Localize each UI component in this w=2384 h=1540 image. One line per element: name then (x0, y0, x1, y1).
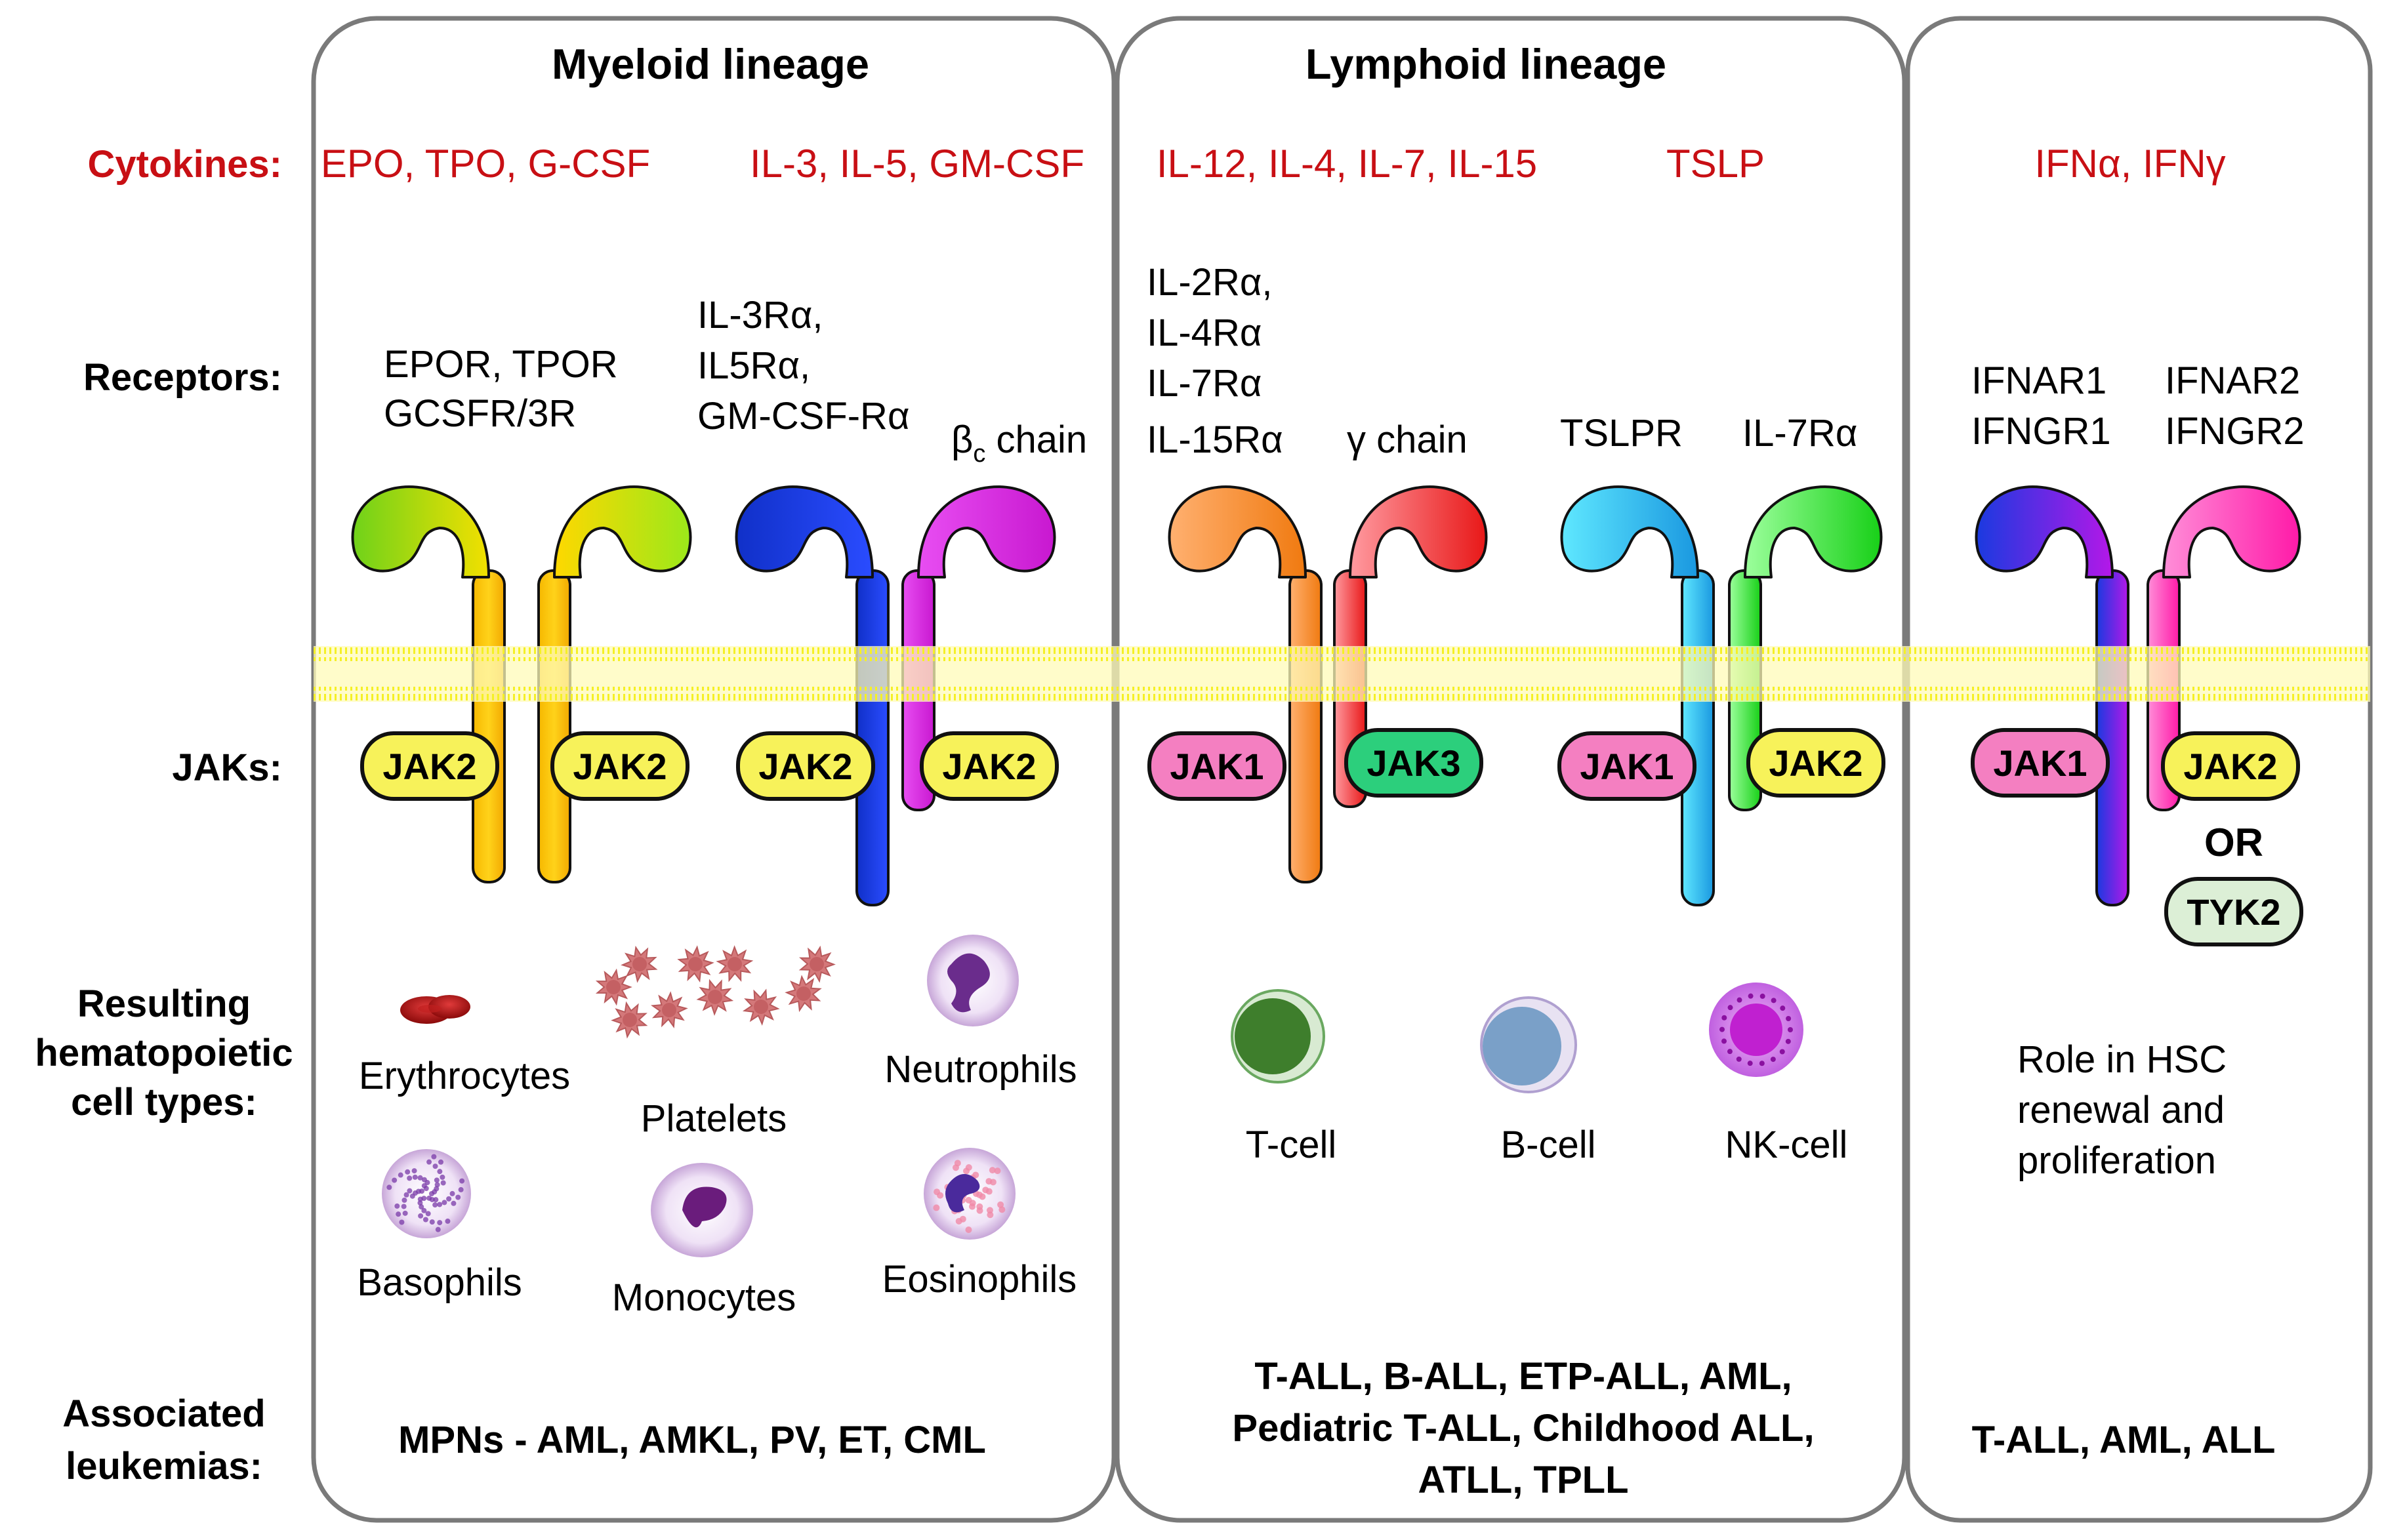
jak-label-m2: JAK2 (573, 746, 667, 787)
jak-badge-l4: JAK2 (1746, 728, 1885, 798)
jaks-label: JAKs: (172, 746, 282, 789)
or-text: OR (2204, 821, 2263, 864)
jak-label-m3: JAK2 (758, 746, 852, 787)
jak-label-l4: JAK2 (1769, 742, 1862, 784)
receptor-label-epor-2: GCSFR/3R (384, 392, 576, 435)
jak-badge-m1: JAK2 (360, 731, 499, 801)
label-b-cell: B-cell (1500, 1124, 1595, 1166)
label-hsc-1: Role in HSC (2017, 1038, 2227, 1081)
jak-label-l2: JAK3 (1367, 742, 1460, 784)
t-cell-icon (1231, 989, 1325, 1084)
label-monocytes: Monocytes (612, 1276, 796, 1319)
label-hsc-3: proliferation (2017, 1139, 2216, 1182)
receptors-layer (351, 485, 2301, 906)
jak-label-l3: JAK1 (1580, 746, 1674, 787)
jak-badge-i3: TYK2 (2164, 877, 2303, 946)
neutrophil-icon (927, 935, 1019, 1026)
lymphoid-panel (1115, 16, 1907, 1523)
jak-badge-l2: JAK3 (1344, 728, 1483, 798)
cell-membrane (314, 646, 2370, 702)
cell-types-label-2: hematopoietic (35, 1032, 293, 1074)
cytokines-ifn: IFNα, IFNγ (2034, 142, 2225, 186)
jak-badge-l1: JAK1 (1147, 731, 1286, 801)
receptor-label-il2-4: IL-15Rα (1147, 418, 1283, 461)
cytokines-label: Cytokines: (87, 143, 282, 186)
receptor-label-il7: IL-7Rα (1742, 412, 1857, 455)
receptor-label-tslpr: TSLPR (1560, 412, 1683, 455)
receptor-label-il3-2: IL5Rα, (697, 344, 810, 387)
receptor-label-il3-1: IL-3Rα, (697, 294, 823, 336)
leukemias-label-1: Associated (62, 1392, 265, 1435)
jak-badge-i2: JAK2 (2161, 731, 2300, 801)
receptor-label-epor-1: EPOR, TPOR (384, 343, 618, 386)
jak-label-i1: JAK1 (1993, 742, 2087, 784)
cytokines-il3: IL-3, IL-5, GM-CSF (750, 142, 1084, 186)
receptor-label-il2-1: IL-2Rα, (1147, 261, 1272, 304)
cytokines-tslp: TSLP (1666, 142, 1765, 186)
jak-label-l1: JAK1 (1170, 746, 1264, 787)
nk-cell-icon (1709, 983, 1803, 1077)
label-platelets: Platelets (641, 1097, 787, 1140)
jak-label-m1: JAK2 (382, 746, 476, 787)
erythrocytes-icon (400, 995, 470, 1024)
jaks-layer: JAK2 JAK2 JAK2 JAK2 JAK1 JAK3 JAK1 JAK2 JAK1 JAK2… (360, 728, 2303, 946)
label-erythrocytes: Erythrocytes (359, 1055, 570, 1097)
jak-badge-l3: JAK1 (1557, 731, 1696, 801)
myeloid-title: Myeloid lineage (552, 40, 869, 88)
cytokines-epo: EPO, TPO, G-CSF (321, 142, 650, 186)
lymphoid-title: Lymphoid lineage (1305, 40, 1666, 88)
label-hsc-2: renewal and (2017, 1089, 2225, 1131)
jak-badge-m4: JAK2 (920, 731, 1059, 801)
platelets-icon (595, 945, 836, 1039)
receptor-label-il3-3: GM-CSF-Rα (697, 395, 909, 437)
label-neutrophils: Neutrophils (884, 1048, 1077, 1091)
jak-label-i2: JAK2 (2183, 746, 2277, 787)
receptors-label: Receptors: (83, 356, 282, 399)
jak-badge-i1: JAK1 (1971, 728, 2110, 798)
receptor-label-ifnar1-2: IFNGR1 (1971, 410, 2111, 453)
receptor-label-il2-3: IL-7Rα (1147, 362, 1262, 405)
leukemias-lymphoid-1: T-ALL, B-ALL, ETP-ALL, AML, (1254, 1355, 1792, 1398)
jak-badge-m2: JAK2 (550, 731, 689, 801)
label-t-cell: T-cell (1246, 1124, 1337, 1166)
receptor-label-ifnar1-1: IFNAR1 (1971, 359, 2107, 402)
leukemias-lymphoid-2: Pediatric T-ALL, Childhood ALL, (1232, 1407, 1814, 1449)
receptor-label-ifnar2-2: IFNGR2 (2165, 410, 2305, 453)
label-nk-cell: NK-cell (1725, 1124, 1848, 1166)
label-basophils: Basophils (357, 1261, 522, 1304)
cytokines-il12: IL-12, IL-4, IL-7, IL-15 (1157, 142, 1537, 186)
b-cell-icon (1480, 996, 1577, 1093)
leukemias-myeloid: MPNs - AML, AMKL, PV, ET, CML (398, 1419, 986, 1461)
monocyte-icon (651, 1163, 753, 1257)
basophil-icon (382, 1149, 471, 1238)
receptor-label-ifnar2-1: IFNAR2 (2165, 359, 2300, 402)
jak-label-i3: TYK2 (2187, 891, 2280, 933)
myeloid-panel (311, 16, 1117, 1523)
jak-badge-m3: JAK2 (736, 731, 875, 801)
cell-types-label-3: cell types: (71, 1081, 257, 1124)
leukemias-lymphoid-3: ATLL, TPLL (1418, 1459, 1628, 1501)
cell-types-label-1: Resulting (77, 983, 251, 1025)
receptor-label-il2-2: IL-4Rα (1147, 312, 1262, 354)
jak-label-m4: JAK2 (942, 746, 1036, 787)
label-eosinophils: Eosinophils (882, 1258, 1077, 1301)
receptor-label-bc-chain: βc chain (951, 418, 1087, 468)
interferon-panel (1905, 16, 2373, 1523)
leukemias-label-2: leukemias: (66, 1445, 262, 1488)
leukemias-interferon: T-ALL, AML, ALL (1972, 1419, 2276, 1461)
eosinophil-icon (924, 1148, 1016, 1240)
receptor-label-gamma-chain: γ chain (1347, 418, 1468, 461)
